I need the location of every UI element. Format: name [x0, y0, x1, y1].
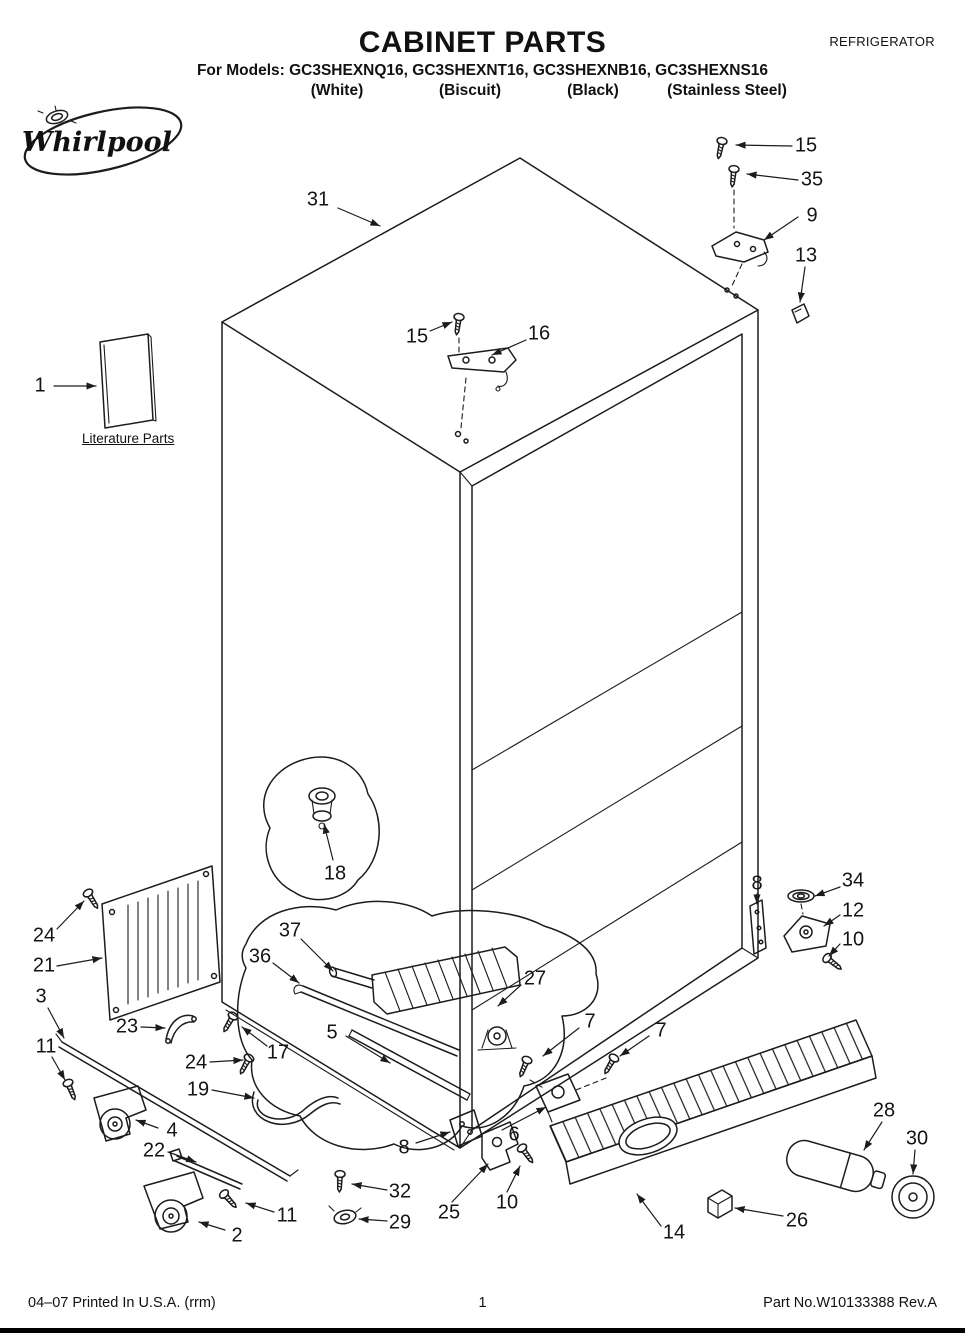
callout-7-b: 7 [655, 1019, 667, 1042]
condenser-assembly [236, 900, 599, 1151]
callout-34: 34 [841, 869, 865, 892]
callout-6: 6 [508, 1123, 520, 1146]
callout-3: 3 [35, 985, 47, 1008]
color-label-white: (White) [310, 82, 364, 99]
callout-17: 17 [266, 1041, 290, 1064]
roller-hardware [55, 1009, 362, 1233]
callout-25: 25 [437, 1201, 461, 1224]
callout-18: 18 [323, 862, 347, 885]
color-label-black: (Black) [567, 82, 619, 99]
callout-23: 23 [115, 1015, 139, 1038]
callout-15-a: 15 [794, 134, 818, 157]
callout-14: 14 [662, 1221, 686, 1244]
callout-28: 28 [872, 1099, 896, 1122]
vent-panel [81, 865, 221, 1021]
callout-1: 1 [34, 374, 46, 397]
callout-8-a: 8 [751, 872, 763, 895]
top-center-hardware [447, 312, 517, 429]
callout-22: 22 [142, 1139, 166, 1162]
callout-29: 29 [388, 1211, 412, 1234]
top-right-hardware [711, 135, 810, 324]
callout-24-a: 24 [32, 924, 56, 947]
callout-36: 36 [248, 945, 272, 968]
callout-10-a: 10 [841, 928, 865, 951]
callout-9: 9 [806, 204, 818, 227]
callout-35: 35 [800, 168, 824, 191]
callout-8-b: 8 [398, 1136, 410, 1159]
footer-part-number: Part No.W10133388 Rev.A [763, 1295, 937, 1311]
callout-13: 13 [794, 244, 818, 267]
doc-type-label: REFRIGERATOR [829, 34, 935, 49]
callout-15-b: 15 [405, 325, 429, 348]
callout-24-b: 24 [184, 1051, 208, 1074]
literature-parts-label: Literature Parts [82, 431, 175, 446]
color-label-stainless: (Stainless Steel) [667, 82, 787, 99]
right-hinge-hardware [749, 889, 846, 974]
callout-32: 32 [388, 1180, 412, 1203]
callout-26: 26 [785, 1209, 809, 1232]
scan-edge [0, 1328, 965, 1333]
callout-37: 37 [278, 919, 302, 942]
callout-27: 27 [523, 967, 547, 990]
callout-11-b: 11 [276, 1204, 298, 1227]
footer-print-info: 04–07 Printed In U.S.A. (rrm) [28, 1295, 216, 1311]
callout-5: 5 [326, 1021, 338, 1044]
callout-2: 2 [231, 1224, 243, 1247]
base-grille [549, 1019, 877, 1219]
callout-16: 16 [527, 322, 551, 345]
callout-11-a: 11 [35, 1035, 57, 1058]
page-title: CABINET PARTS [358, 26, 607, 59]
color-label-biscuit: (Biscuit) [439, 82, 501, 99]
water-filter [786, 1139, 935, 1219]
callout-12: 12 [841, 899, 865, 922]
callout-4: 4 [166, 1119, 178, 1142]
footer-page-number: 1 [478, 1295, 487, 1311]
grommet-detail [263, 756, 380, 901]
leader-lines [47, 141, 918, 1231]
callout-30: 30 [905, 1127, 929, 1150]
literature-book-icon [99, 333, 157, 429]
callout-31: 31 [306, 188, 330, 211]
callout-21: 21 [32, 954, 56, 977]
models-line: For Models: GC3SHEXNQ16, GC3SHEXNT16, GC… [196, 62, 769, 79]
brand-wordmark: Whirlpool [22, 127, 172, 158]
callout-7-a: 7 [584, 1010, 596, 1033]
whirlpool-logo: Whirlpool [22, 105, 183, 176]
callout-19: 19 [186, 1078, 210, 1101]
cabinet-wireframe [221, 157, 759, 1151]
callout-10-b: 10 [495, 1191, 519, 1214]
